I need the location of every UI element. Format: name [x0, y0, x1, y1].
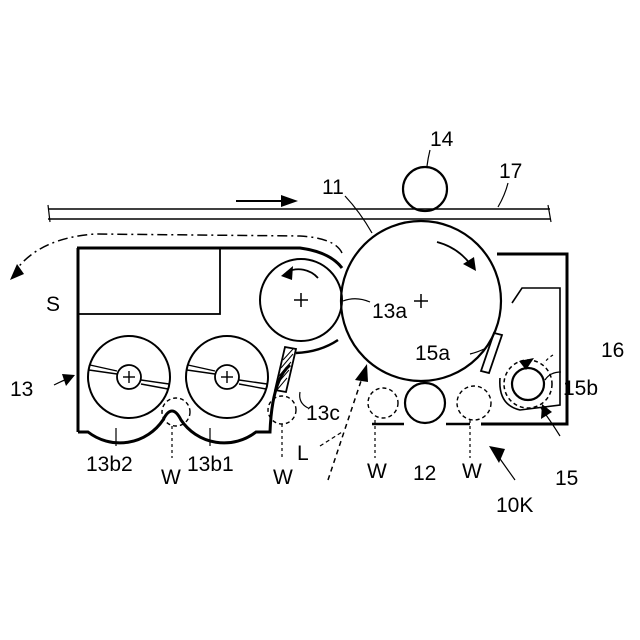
label-drum-11: 11 — [322, 176, 344, 199]
label-light-l: L — [297, 442, 309, 465]
label-unit-13: 13 — [10, 378, 33, 401]
screw-15b — [504, 358, 552, 408]
label-w-1: W — [161, 466, 181, 489]
label-roller-14: 14 — [430, 128, 454, 151]
toner-box — [78, 248, 220, 314]
cleaning-blade — [481, 333, 502, 373]
label-sheet-s: S — [46, 293, 60, 316]
label-paddle-13b1: 13b1 — [187, 453, 234, 476]
label-collection-16: 16 — [601, 339, 624, 362]
label-sleeve-13a: 13a — [372, 300, 407, 323]
developing-sleeve — [260, 259, 342, 341]
label-station-10k: 10K — [496, 494, 533, 517]
light-path — [328, 378, 362, 480]
station-arrow — [489, 446, 505, 463]
label-cleaner-15: 15 — [555, 467, 578, 490]
intermediate-belt — [48, 205, 551, 222]
roller-12 — [405, 383, 445, 423]
label-screw-15b: 15b — [563, 377, 598, 400]
label-blade-15a: 15a — [415, 342, 450, 365]
label-blade-13c: 13c — [306, 402, 340, 425]
paddle-13b1 — [186, 336, 268, 418]
label-paddle-13b2: 13b2 — [86, 453, 133, 476]
sheet-path — [16, 234, 342, 270]
label-w-2: W — [273, 466, 293, 489]
label-belt-17: 17 — [499, 160, 522, 183]
paddle-13b2 — [88, 336, 170, 418]
label-w-3: W — [367, 460, 387, 483]
label-roller-12: 12 — [413, 462, 436, 485]
developing-unit-housing — [77, 248, 342, 268]
belt-direction-arrow — [236, 195, 298, 207]
roller-14 — [403, 167, 447, 211]
label-w-4: W — [462, 460, 482, 483]
